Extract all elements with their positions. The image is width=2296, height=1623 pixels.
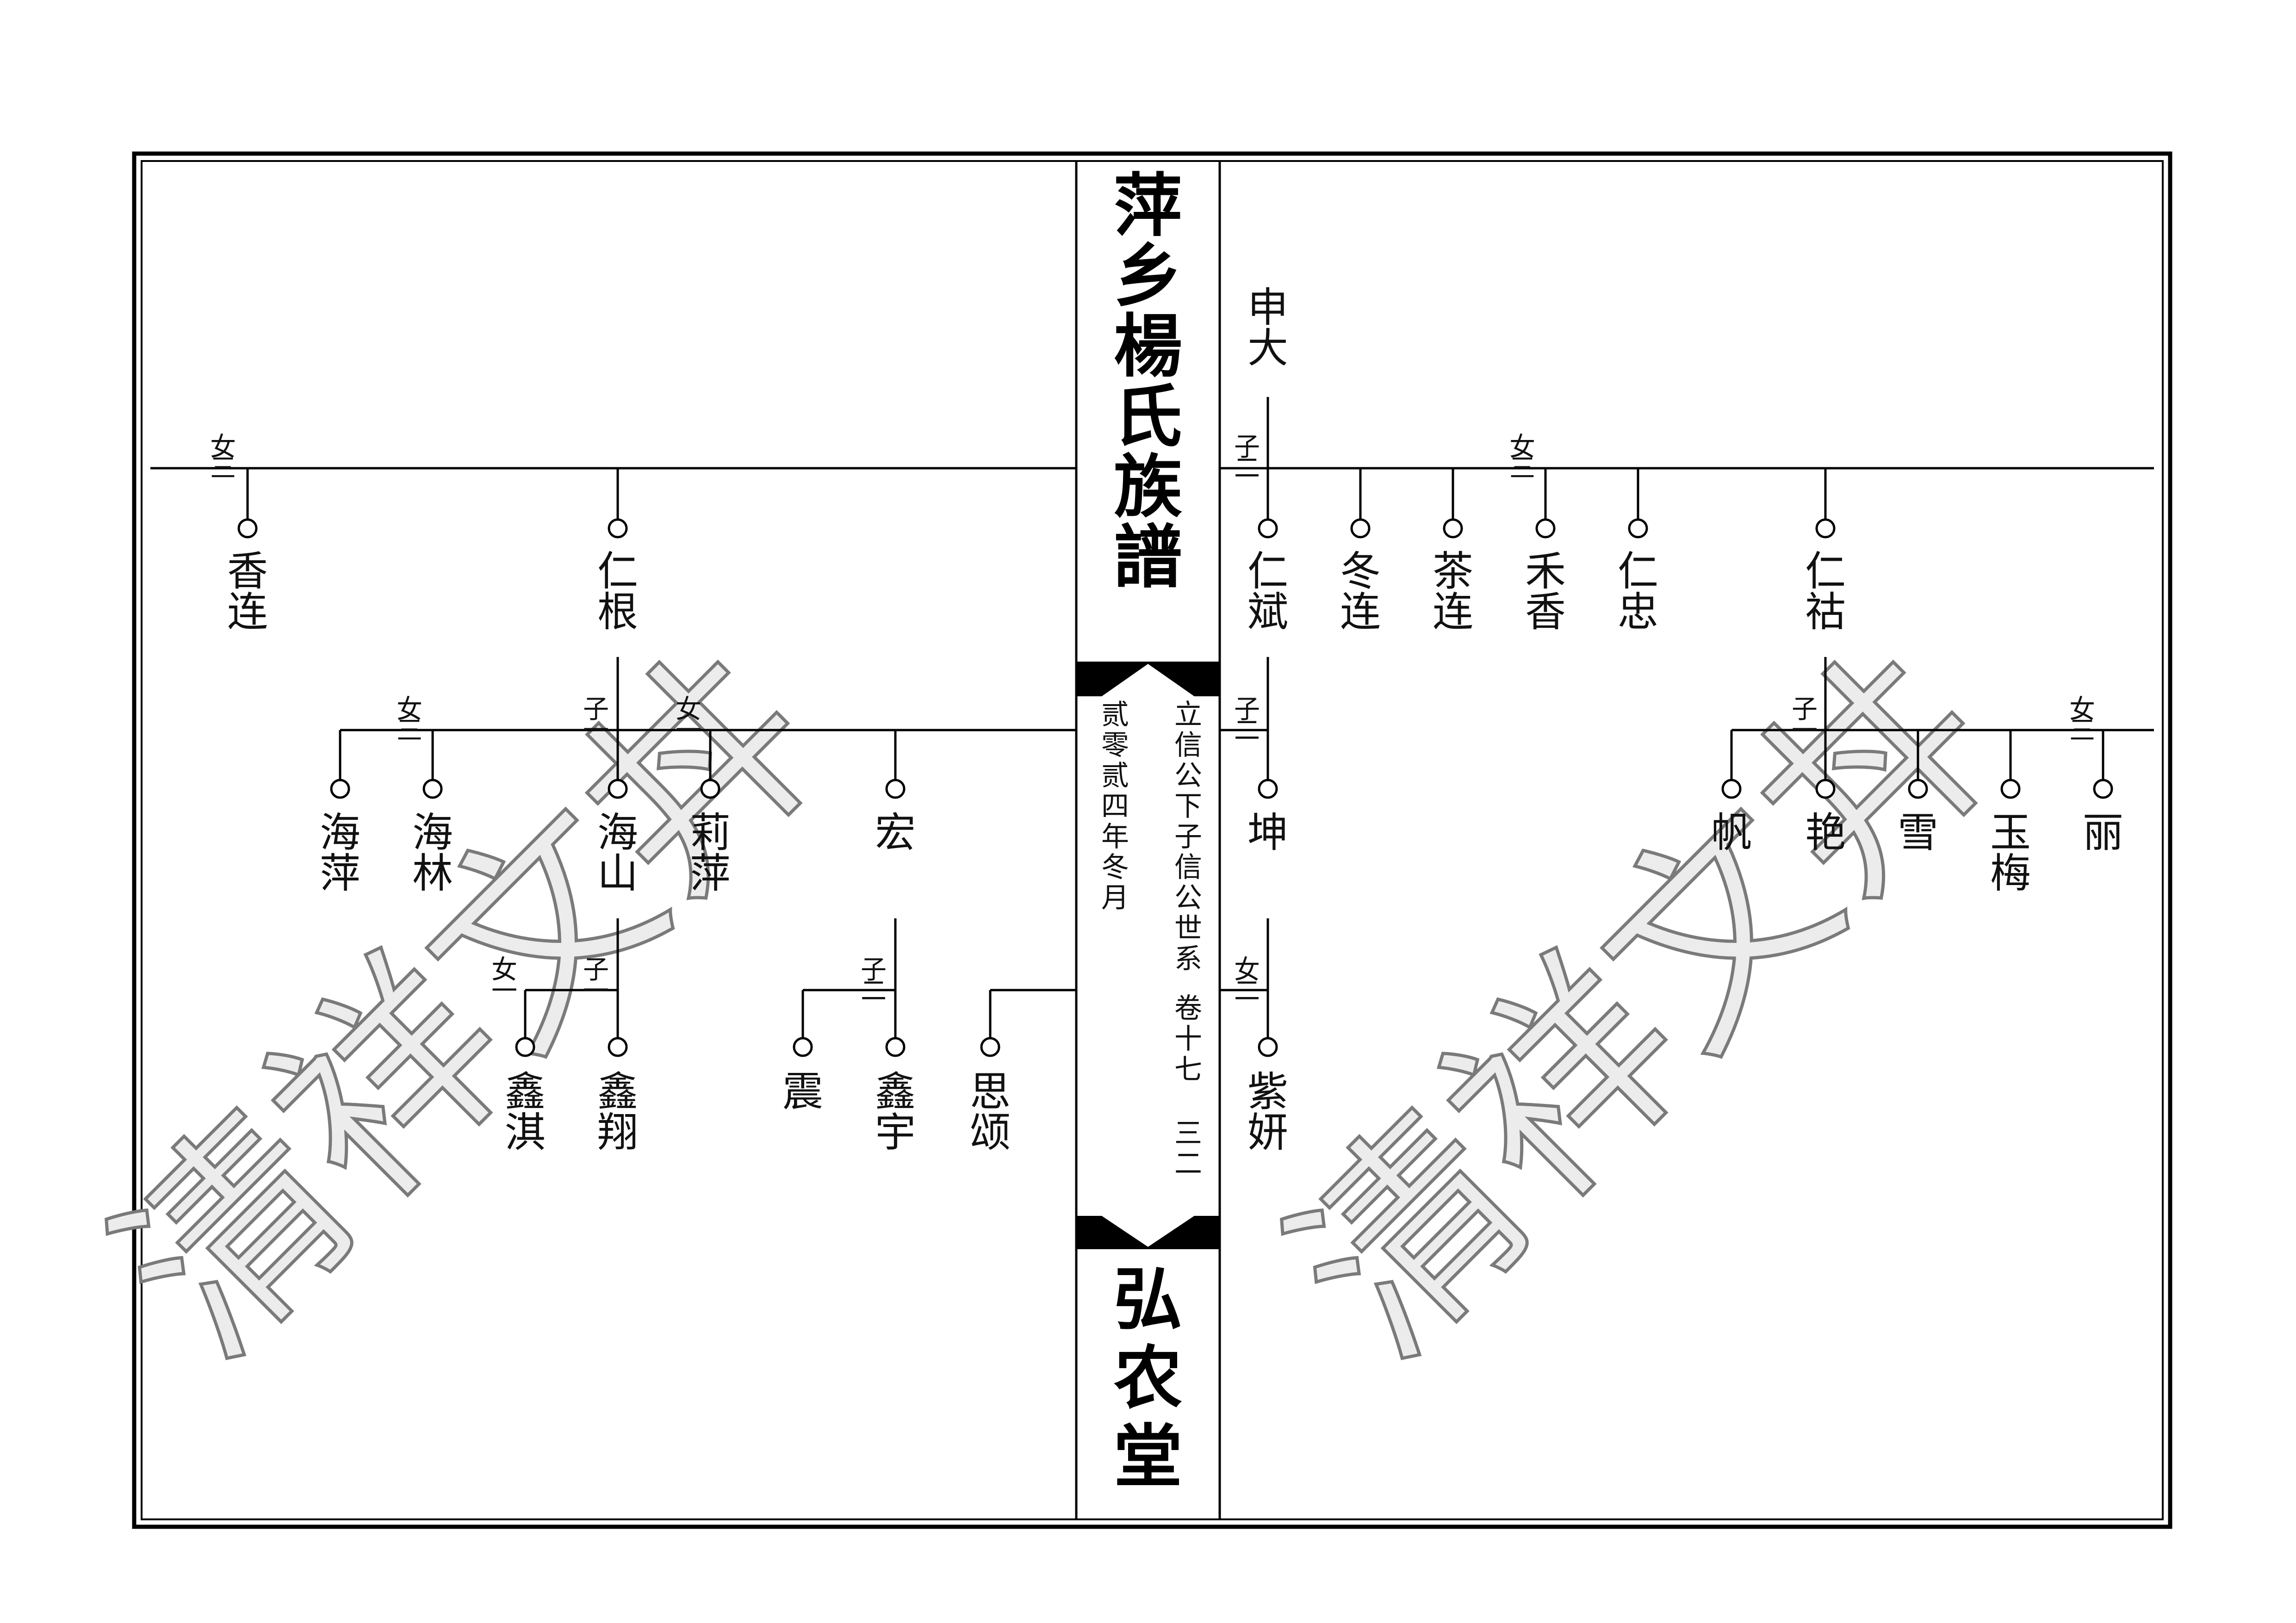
person-name: 帆 — [1711, 809, 1752, 856]
person-name: 紫妍 — [1247, 1068, 1288, 1156]
person-name: 莉萍 — [690, 809, 731, 897]
person-name: 禾香 — [1525, 547, 1566, 636]
person-name: 仁斌 — [1247, 547, 1288, 636]
outer-border — [132, 151, 2172, 1529]
person-name: 香连 — [227, 547, 268, 636]
person-node — [980, 1037, 1000, 1057]
person-node — [515, 1037, 535, 1057]
relation-label: 女二 — [1234, 955, 1260, 1006]
person-name: 鑫翔 — [597, 1068, 638, 1156]
relation-label: 女一 — [491, 955, 517, 1006]
person-node — [330, 779, 350, 799]
relation-label: 女一 — [676, 694, 701, 746]
person-node — [1535, 518, 1556, 539]
person-name: 鑫淇 — [505, 1068, 546, 1156]
relation-label: 子一 — [583, 694, 609, 746]
person-name: 仁忠 — [1618, 547, 1658, 636]
svg-text:清祥文丼: 清祥文丼 — [1246, 607, 2040, 1401]
person-name: 海萍 — [320, 809, 360, 897]
title-char: 乡 — [1114, 235, 1182, 316]
relation-label: 子二 — [1234, 432, 1260, 483]
svg-text:清祥文丼: 清祥文丼 — [71, 607, 865, 1401]
inner-border — [141, 160, 2164, 1520]
person-node — [1258, 779, 1278, 799]
person-node — [1443, 518, 1463, 539]
hall-char: 堂 — [1114, 1416, 1182, 1497]
person-node — [885, 779, 906, 799]
person-name: 海林 — [412, 809, 453, 897]
title-char: 族 — [1114, 446, 1182, 527]
relation-label: 女三 — [2069, 694, 2095, 746]
watermark-right: 清祥文丼 — [1245, 606, 2042, 1403]
person-node — [1350, 518, 1371, 539]
title-char: 楊 — [1114, 306, 1182, 386]
page-number: 三二 — [1174, 1117, 1202, 1180]
person-node — [2093, 779, 2113, 799]
relation-label: 子二 — [861, 955, 887, 1006]
right-page-tree: 申大 子二 女三 仁斌 冬连 茶连 禾香 仁忠 仁祜 子二 坤 女二 — [1220, 284, 2154, 1156]
lower-fishtail — [1076, 1216, 1220, 1249]
spine-title-bottom: 弘 农 堂 — [1114, 1259, 1182, 1497]
person-name: 震 — [782, 1068, 823, 1115]
person-node — [608, 1037, 628, 1057]
person-node — [608, 518, 628, 539]
relation-label: 女三 — [1509, 432, 1535, 483]
hall-char: 弘 — [1114, 1259, 1182, 1339]
person-node — [237, 518, 258, 539]
person-node — [1908, 779, 1928, 799]
upper-fishtail — [1076, 662, 1220, 696]
lineage-text: 立信公下子信公世系 — [1174, 699, 1202, 975]
volume-text: 卷十七 — [1174, 992, 1202, 1086]
person-node — [608, 779, 628, 799]
person-name: 坤 — [1247, 809, 1288, 856]
person-node — [700, 779, 720, 799]
person-name: 海山 — [597, 809, 638, 897]
person-name: 仁祜 — [1805, 547, 1846, 636]
person-node — [2000, 779, 2021, 799]
person-name: 仁根 — [597, 547, 638, 636]
relation-label: 子一 — [583, 955, 609, 1006]
person-name: 冬连 — [1340, 547, 1381, 636]
person-name: 茶连 — [1433, 547, 1473, 636]
person-node — [1628, 518, 1648, 539]
person-node — [1721, 779, 1742, 799]
person-node — [1815, 518, 1836, 539]
relation-label: 女三 — [397, 694, 422, 746]
relation-label: 子二 — [1234, 694, 1260, 746]
ancestor-name: 申大 — [1247, 284, 1288, 372]
person-name: 思颂 — [970, 1068, 1011, 1156]
person-node — [793, 1037, 813, 1057]
person-node — [1258, 518, 1278, 539]
person-node — [885, 1037, 906, 1057]
person-name: 丽 — [2083, 809, 2123, 856]
person-node — [422, 779, 443, 799]
person-name: 艳 — [1805, 809, 1846, 856]
person-name: 鑫宇 — [875, 1068, 916, 1156]
spine-title-top: 萍 乡 楊 氏 族 譜 — [1114, 165, 1182, 597]
title-char: 氏 — [1114, 376, 1182, 457]
left-page-tree: 女三 香连 仁根 女三 子一 女一 海萍 海林 海山 莉萍 宏 女一 子一 — [150, 432, 1076, 1156]
person-name: 雪 — [1898, 809, 1938, 856]
watermark-left: 清祥文丼 — [69, 606, 867, 1403]
relation-label: 女三 — [210, 432, 236, 483]
person-name: 宏 — [875, 809, 916, 856]
person-node — [1815, 779, 1836, 799]
person-name: 玉梅 — [1990, 809, 2031, 897]
relation-label: 子一 — [1792, 694, 1818, 746]
title-char: 萍 — [1114, 165, 1182, 246]
title-char: 譜 — [1114, 517, 1182, 597]
date-text: 贰零贰四年冬月 — [1101, 699, 1129, 914]
hall-char: 农 — [1114, 1338, 1182, 1418]
person-node — [1258, 1037, 1278, 1057]
